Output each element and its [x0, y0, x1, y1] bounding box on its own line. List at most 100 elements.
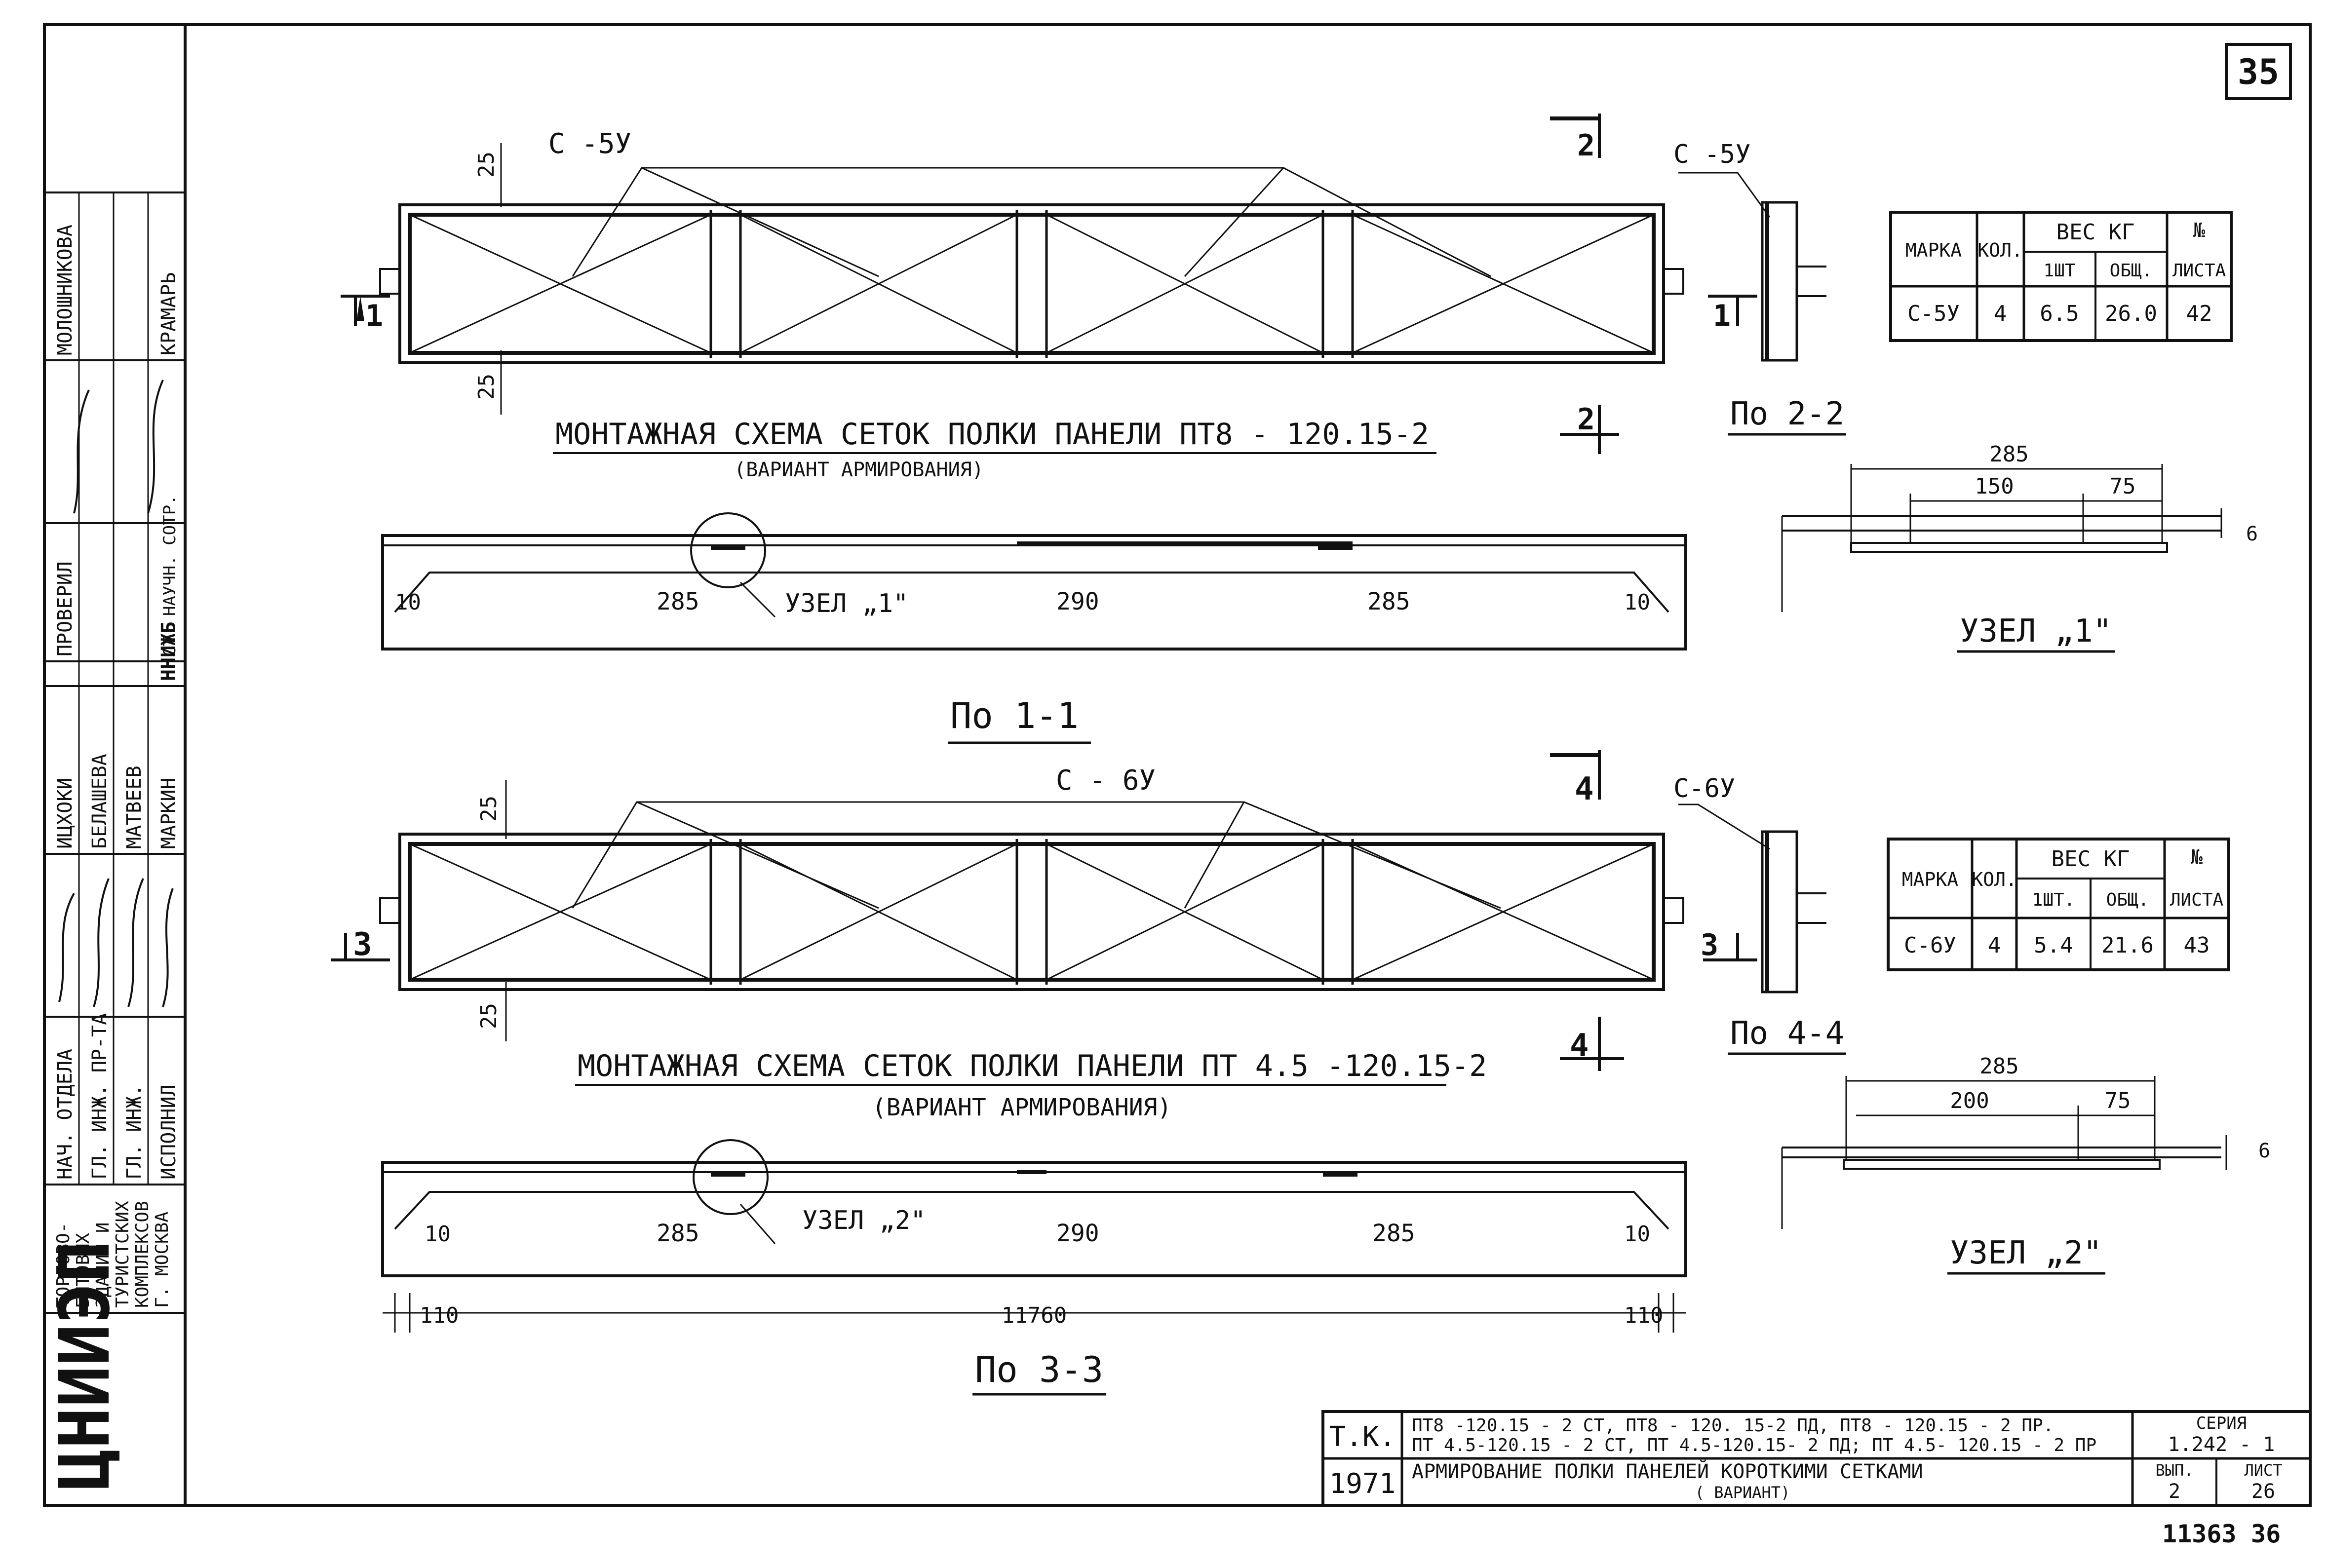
node-2-dim-a: 200 [1950, 1088, 1989, 1113]
section-1-1-dim-4: 10 [1624, 590, 1650, 615]
scheme-2-dim-bottom: 25 [476, 1003, 502, 1029]
section-arrow-2-top [1550, 114, 1601, 158]
scheme-2-dim-top: 25 [476, 796, 502, 822]
section-3-3-overall-0: 110 [420, 1303, 459, 1328]
stamp-org-desc-5: Г. МОСКВА [152, 1212, 172, 1308]
stamp-signatures-lower [58, 878, 174, 1007]
table-2-header-sheet: ЛИСТА [2170, 890, 2224, 910]
section-3-3-dim-4: 10 [1624, 1222, 1650, 1247]
scheme-1-dim-bottom: 25 [474, 374, 499, 400]
table-1-cell-total: 26.0 [2105, 301, 2157, 326]
stamp-role-3: ИСПОЛНИЛ [157, 1084, 180, 1180]
table-1-header-sheet: ЛИСТА [2172, 261, 2226, 281]
title-block-title: АРМИРОВАНИЕ ПОЛКИ ПАНЕЛЕЙ КОРОТКИМИ СЕТК… [1412, 1459, 1923, 1483]
table-1-header-mark: МАРКА [1905, 239, 1962, 261]
scheme-2-plan [379, 780, 1684, 1041]
node-1-dim-b: 75 [2110, 474, 2136, 499]
table-2-cell-total: 21.6 [2101, 933, 2154, 958]
section-mark-4-top: 4 [1575, 771, 1594, 807]
stamp-check-label: ПРОВЕРИЛ [54, 561, 77, 656]
section-3-3-dim-1: 285 [657, 1220, 699, 1247]
table-2-header-mark: МАРКА [1902, 869, 1959, 890]
stamp-name-1: БЕЛАШЕВА [88, 754, 111, 849]
title-block-products-2: ПТ 4.5-120.15 - 2 СТ, ПТ 4.5-120.15- 2 П… [1412, 1435, 2096, 1455]
table-2-header-total: ОБЩ. [2106, 890, 2149, 910]
stamp-role-0: НАЧ. ОТДЕЛА [54, 1049, 77, 1180]
title-block-tk: Т.К. [1329, 1421, 1396, 1453]
title-block-title-sub: ( ВАРИАНТ) [1695, 1483, 1790, 1502]
table-1-header-total: ОБЩ. [2110, 261, 2153, 281]
section-arrow-1-right [1708, 295, 1757, 326]
scheme-1-title: МОНТАЖНАЯ СХЕМА СЕТОК ПОЛКИ ПАНЕЛИ ПТ8 -… [555, 417, 1429, 452]
table-1-header-weight: ВЕС КГ [2056, 220, 2135, 245]
section-mark-2-top: 2 [1577, 128, 1595, 163]
title-block-sheet: 26 [2251, 1480, 2275, 1503]
weight-table-1 [1889, 211, 2233, 342]
node-2-detail [1781, 1076, 2227, 1229]
stamp-role-2: ГЛ. ИНЖ. [123, 1084, 146, 1180]
stamp-org-desc-1: БЫТОВЫХ [73, 1233, 93, 1308]
node-1-dim-a: 150 [1975, 474, 2014, 499]
section-arrow-1-left [341, 295, 390, 326]
table-1-cell-sheet: 42 [2186, 301, 2212, 326]
table-1-cell-qty: 4 [1994, 301, 2007, 326]
scheme-2-subtitle: (ВАРИАНТ АРМИРОВАНИЯ) [872, 1094, 1172, 1121]
section-mark-3-right: 3 [1701, 928, 1718, 962]
title-block-issue-label: ВЫП. [2155, 1461, 2193, 1480]
table-2-header-no: № [2191, 846, 2203, 869]
scheme-1-mesh-label: С -5У [548, 128, 632, 160]
detail-4-4-caption: По 4-4 [1730, 1015, 1844, 1052]
node-1-detail [1781, 464, 2222, 612]
section-arrow-3-left [331, 933, 390, 961]
footer-page: 36 [2251, 1520, 2281, 1548]
section-mark-4-mid: 4 [1570, 1028, 1589, 1064]
section-1-1-node-label: УЗЕЛ „1" [785, 589, 908, 618]
section-3-3-caption: По 3-3 [975, 1349, 1103, 1390]
title-block-year: 1971 [1329, 1468, 1396, 1500]
section-1-1-dim-3: 285 [1367, 588, 1410, 615]
node-1-dim-total: 285 [1989, 442, 2028, 467]
section-3-3-dim-0: 10 [425, 1222, 451, 1247]
table-1-cell-mark: С-5У [1907, 301, 1960, 326]
title-block-products-1: ПТ8 -120.15 - 2 СТ, ПТ8 - 120. 15-2 ПД, … [1412, 1415, 2054, 1436]
node-1-caption: УЗЕЛ „1" [1960, 613, 2112, 650]
sheet-number: 35 [2238, 52, 2279, 92]
side-stamp [44, 191, 185, 1314]
section-arrow-4-mid [1560, 1017, 1624, 1071]
section-mark-1-left: 1 [365, 299, 383, 333]
title-block [1321, 1410, 2312, 1507]
detail-4-4-mesh-label: С-6У [1673, 774, 1735, 803]
title-block-sheet-label: ЛИСТ [2244, 1461, 2282, 1480]
footer-ref: 11363 [2162, 1520, 2237, 1548]
outer-frame [43, 23, 2312, 1507]
section-3-3-node-label: УЗЕЛ „2" [802, 1206, 926, 1235]
sheet-number-box [2225, 43, 2292, 100]
scheme-1-dim-top: 25 [474, 152, 499, 178]
stamp-signatures-upper [73, 380, 164, 514]
detail-2-2-mesh-label: С -5У [1673, 140, 1751, 169]
section-3-3-overall-1: 11760 [1002, 1303, 1067, 1328]
table-1-header-one: 1ШТ [2043, 261, 2075, 281]
stamp-org-desc-4: КОМПЛЕКСОВ [132, 1201, 153, 1308]
section-arrow-3-right [1703, 933, 1757, 961]
table-1-cell-one: 6.5 [2040, 301, 2079, 326]
section-mark-1-right: 1 [1713, 299, 1731, 333]
section-mark-3-left: 3 [353, 926, 372, 963]
stamp-role-1: ГЛ. ИНЖ. ПР-ТА [88, 1013, 111, 1180]
title-block-issue: 2 [2169, 1480, 2180, 1503]
section-mark-2-mid: 2 [1577, 402, 1595, 437]
section-3-3-elevation [381, 1139, 1687, 1333]
table-2-cell-mark: С-6У [1904, 933, 1956, 958]
section-arrow-4-top [1550, 750, 1601, 800]
title-block-series-label: СЕРИЯ [2196, 1414, 2247, 1433]
stamp-org: ЦНИИЭП [45, 1241, 125, 1491]
table-2-cell-sheet: 43 [2184, 933, 2210, 958]
node-2-dim-b: 75 [2105, 1088, 2131, 1113]
table-2-cell-qty: 4 [1988, 933, 2001, 958]
node-2-dim-side: 6 [2258, 1140, 2270, 1162]
section-1-1-elevation [381, 512, 1687, 650]
section-3-3-dim-2: 290 [1056, 1220, 1099, 1247]
scheme-2-title: МОНТАЖНАЯ СХЕМА СЕТОК ПОЛКИ ПАНЕЛИ ПТ 4.… [578, 1049, 1487, 1083]
table-2-header-one: 1ШТ. [2032, 890, 2075, 910]
stamp-dept: ННИЖБ [157, 622, 180, 681]
